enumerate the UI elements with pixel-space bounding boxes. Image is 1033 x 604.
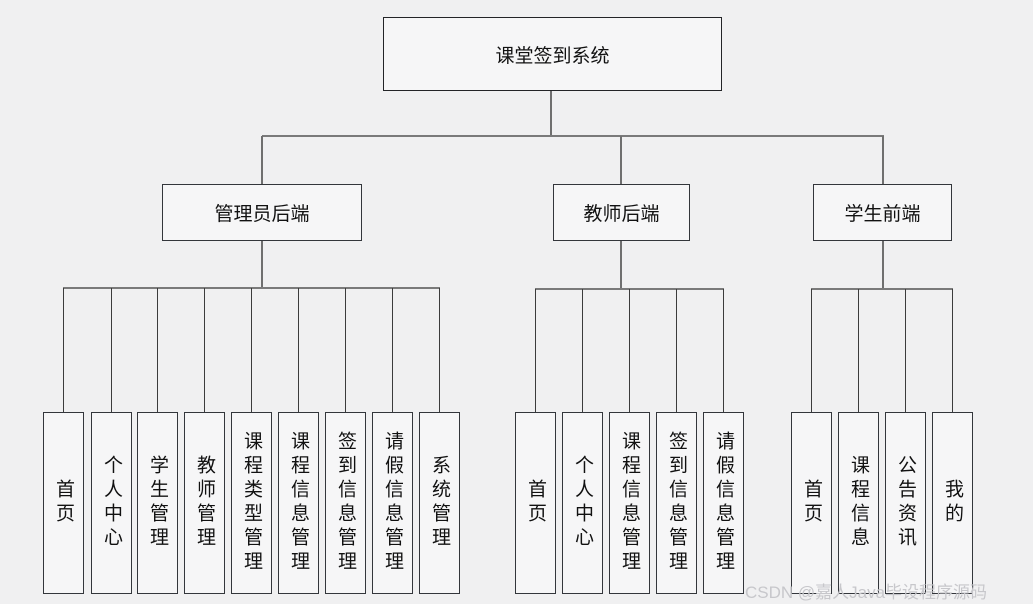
node-admin-system-mgmt: 系统管理: [419, 412, 460, 594]
connector-admin-stub: [261, 136, 263, 184]
connector-leaf-stub: [439, 288, 440, 412]
node-admin-course-info-mgmt: 课程信息管理: [278, 412, 319, 594]
node-student-announcements: 公告资讯: [885, 412, 926, 594]
connector-student-stub: [882, 136, 884, 184]
connector-leaf-stub: [858, 289, 859, 412]
node-teacher-leave-info-mgmt: 请假信息管理: [703, 412, 744, 594]
connector-leaf-stub: [251, 288, 252, 412]
connector-leaf-stub: [905, 289, 906, 412]
connector-teacher-stub: [620, 136, 622, 184]
node-teacher-home: 首页: [515, 412, 556, 594]
node-admin-home: 首页: [43, 412, 84, 594]
connector-leaf-stub: [63, 288, 64, 412]
connector-leaf-stub: [952, 289, 953, 412]
connector-student-drop: [882, 241, 884, 288]
node-teacher-signin-info-mgmt: 签到信息管理: [656, 412, 697, 594]
connector-leaf-stub: [111, 288, 112, 412]
connector-leaf-stub: [298, 288, 299, 412]
node-student-frontend: 学生前端: [813, 184, 952, 241]
connector-root-drop: [550, 91, 552, 136]
node-admin-student-mgmt: 学生管理: [137, 412, 178, 594]
connector-leaf-stub: [535, 289, 536, 412]
connector-leaf-stub: [204, 288, 205, 412]
node-admin-signin-info-mgmt: 签到信息管理: [325, 412, 366, 594]
connector-leaf-stub: [157, 288, 158, 412]
connector-leaf-stub: [811, 289, 812, 412]
connector-leaf-stub: [392, 288, 393, 412]
connector-leaf-stub: [676, 289, 677, 412]
node-admin-personal-center: 个人中心: [91, 412, 132, 594]
watermark: CSDN @嘉人Java毕设程序源码: [745, 583, 988, 602]
connector-leaf-stub: [629, 289, 630, 412]
node-student-mine: 我的: [932, 412, 973, 594]
connector-leaf-stub: [723, 289, 724, 412]
connector-leaf-stub: [582, 289, 583, 412]
connector-student-rail: [811, 288, 953, 290]
connector-level2-rail: [262, 135, 884, 137]
node-teacher-course-info-mgmt: 课程信息管理: [609, 412, 650, 594]
node-admin-backend: 管理员后端: [162, 184, 362, 241]
connector-admin-drop: [261, 241, 263, 287]
node-student-home: 首页: [791, 412, 832, 594]
node-teacher-personal-center: 个人中心: [562, 412, 603, 594]
node-teacher-backend: 教师后端: [553, 184, 690, 241]
connector-leaf-stub: [345, 288, 346, 412]
node-root: 课堂签到系统: [383, 17, 722, 91]
node-admin-leave-info-mgmt: 请假信息管理: [372, 412, 413, 594]
node-admin-teacher-mgmt: 教师管理: [184, 412, 225, 594]
node-admin-course-type-mgmt: 课程类型管理: [231, 412, 272, 594]
node-student-course-info: 课程信息: [838, 412, 879, 594]
connector-teacher-drop: [620, 241, 622, 288]
